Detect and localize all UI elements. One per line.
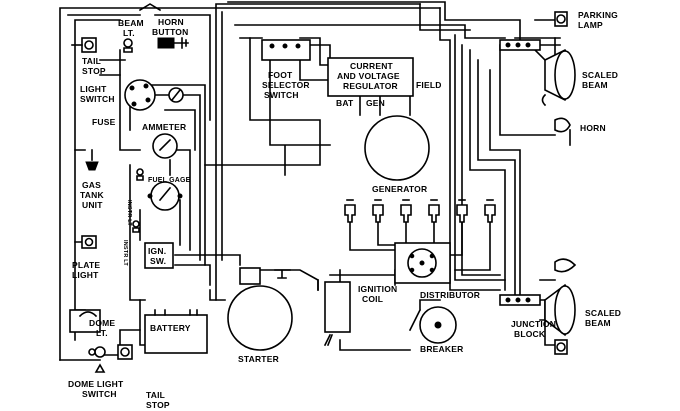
light-switch <box>124 79 184 111</box>
sealed-beam-top-label-1: SCALED <box>582 70 618 80</box>
tail-stop-top-label-2: STOP <box>82 66 106 76</box>
foot-selector-switch <box>261 39 311 61</box>
instrument-light-2 <box>132 220 140 233</box>
instr-lt-label-1: INSTR LT <box>126 200 132 226</box>
regulator-gen-label: GEN <box>366 98 385 108</box>
dome-light-switch <box>88 346 106 373</box>
distributor-label: DISTRIBUTOR <box>420 290 480 300</box>
horn-button-label-1: HORN <box>158 17 184 27</box>
regulator-label-1: CURRENT <box>350 61 394 71</box>
junction-block-bottom <box>499 294 541 306</box>
junction-block-label-2: BLOCK <box>514 329 546 339</box>
regulator-bat-label: BAT <box>336 98 354 108</box>
ammeter-label: AMMETER <box>142 122 186 132</box>
generator-label: GENERATOR <box>372 184 427 194</box>
tail-stop-bottom-label-2: STOP <box>146 400 170 410</box>
foot-selector-label-3: SWITCH <box>264 90 299 100</box>
ign-sw-label-2: SW. <box>150 256 166 266</box>
instrument-light-1 <box>136 168 144 181</box>
tail-stop-socket-bottom <box>117 344 133 360</box>
labels: BEAM LT. HORN BUTTON TAIL STOP LIGHT SWI… <box>68 10 621 410</box>
parking-lamp <box>554 11 568 27</box>
ammeter <box>152 133 178 159</box>
spark-plug-5 <box>456 199 468 223</box>
sealed-beam-top <box>541 48 576 107</box>
dome-lt-label-1: DOME <box>89 318 115 328</box>
ignition-coil-label-2: COIL <box>362 294 383 304</box>
sealed-beam-top-label-2: BEAM <box>582 80 608 90</box>
parking-lamp-label-2: LAMP <box>578 20 603 30</box>
ign-sw-label-1: IGN. <box>148 246 166 256</box>
fuel-gage <box>147 181 183 211</box>
sealed-beam-bottom <box>544 283 576 337</box>
horn-button-label-2: BUTTON <box>152 27 188 37</box>
foot-selector-label-1: FOOT <box>268 70 293 80</box>
horn-button <box>157 37 189 49</box>
spark-plug-2 <box>372 199 384 223</box>
fuse-label: FUSE <box>92 117 116 127</box>
tail-stop-bottom-label-1: TAIL <box>146 390 165 400</box>
battery <box>144 309 208 354</box>
regulator-field-label: FIELD <box>416 80 442 90</box>
battery-label: BATTERY <box>150 323 191 333</box>
voltage-regulator <box>327 57 414 97</box>
sealed-beam-bottom-label-1: SCALED <box>585 308 621 318</box>
tail-stop-top-label-1: TAIL <box>82 56 101 66</box>
dome-light-switch-label-1: DOME LIGHT <box>68 379 124 389</box>
parking-lamp-label-1: PARKING <box>578 10 618 20</box>
regulator-label-2: AND VOLTAGE <box>337 71 400 81</box>
gas-tank-label-3: UNIT <box>82 200 103 210</box>
spark-plug-6 <box>484 199 496 223</box>
light-switch-label-2: SWITCH <box>80 94 115 104</box>
distributor <box>394 242 451 284</box>
breaker <box>419 306 457 344</box>
breaker-label: BREAKER <box>420 344 463 354</box>
horn-bottom <box>554 258 577 273</box>
instr-lt-label-2: INSTR LT <box>122 240 128 266</box>
gas-tank-unit <box>85 149 99 171</box>
ignition-coil-label-1: IGNITION <box>358 284 397 294</box>
tail-stop-socket-top <box>71 37 97 53</box>
parking-lamp-bottom <box>554 339 568 355</box>
ignition-coil <box>323 281 351 347</box>
plate-light-label-1: PLATE <box>72 260 100 270</box>
starter <box>227 267 293 351</box>
spark-plug-3 <box>400 199 412 223</box>
beam-lt-indicator <box>123 38 133 53</box>
foot-selector-label-2: SELECTOR <box>262 80 310 90</box>
plate-light-label-2: LIGHT <box>72 270 99 280</box>
ignition-switch <box>144 242 174 269</box>
starter-label: STARTER <box>238 354 279 364</box>
dome-light <box>69 309 101 333</box>
generator <box>364 115 430 181</box>
fuel-gage-label: FUEL GAGE <box>148 177 191 184</box>
plate-light-socket <box>81 235 97 249</box>
beam-lt-label-2: LT. <box>123 28 135 38</box>
horn-label: HORN <box>580 123 606 133</box>
horn <box>554 117 571 146</box>
gas-tank-label-1: GAS <box>82 180 101 190</box>
wires <box>59 1 561 361</box>
beam-lt-label-1: BEAM <box>118 18 144 28</box>
regulator-label-3: REGULATOR <box>343 81 398 91</box>
dome-lt-label-2: LT. <box>96 328 108 338</box>
spark-plug-4 <box>428 199 440 223</box>
junction-block-label-1: JUNCTION <box>511 319 556 329</box>
gas-tank-label-2: TANK <box>80 190 104 200</box>
spark-plug-1 <box>344 199 356 223</box>
dome-light-switch-label-2: SWITCH <box>82 389 117 399</box>
junction-block-top <box>499 39 541 51</box>
sealed-beam-bottom-label-2: BEAM <box>585 318 611 328</box>
light-switch-label-1: LIGHT <box>80 84 107 94</box>
